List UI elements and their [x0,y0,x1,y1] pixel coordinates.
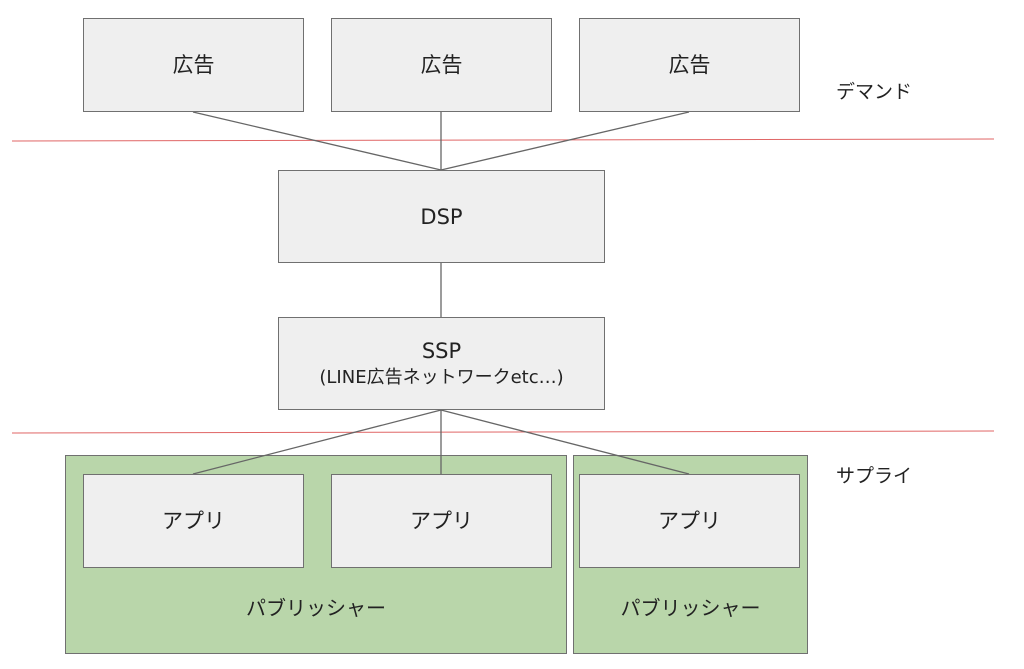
ad-box-label: 広告 [420,53,463,77]
connector-ad-1-to-dsp [192,111,442,171]
ad-box-label: 広告 [172,53,215,77]
ssp-label: SSP [421,338,462,363]
app-box-label: アプリ [162,509,225,533]
publisher-label-1: パブリッシャー [246,596,386,620]
app-box-label: アプリ [410,509,473,533]
app-box-1: アプリ [83,474,304,568]
ad-box-1: 広告 [83,18,304,112]
dsp-label: DSP [420,204,463,229]
dsp-box: DSP [278,170,605,263]
ad-box-2: 広告 [331,18,552,112]
demand-layer-label: デマンド [836,81,913,103]
demand-divider-line [11,138,995,142]
ad-box-label: 広告 [668,53,711,77]
publisher-label-2: パブリッシャー [620,596,761,620]
supply-divider-line [11,430,995,434]
connector-ad-3-to-dsp [440,111,690,171]
ssp-sublabel: (LINE広告ネットワークetc…) [319,366,564,388]
ad-box-3: 広告 [579,18,800,112]
app-box-label: アプリ [658,509,721,533]
ssp-box: SSP (LINE広告ネットワークetc…) [278,317,605,410]
supply-layer-label: サプライ [836,465,913,487]
app-box-2: アプリ [331,474,552,568]
app-box-3: アプリ [579,474,800,568]
